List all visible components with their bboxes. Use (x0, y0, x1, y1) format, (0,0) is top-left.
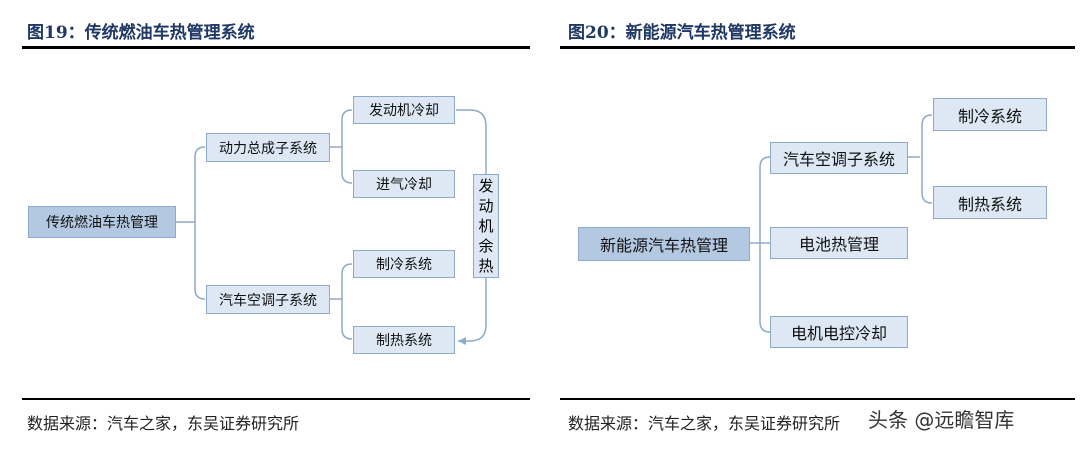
ac-subsystem-node-left: 汽车空调子系统 (206, 285, 330, 314)
battery-thermal-node: 电池热管理 (770, 227, 908, 259)
figure-20-title: 图20：新能源汽车热管理系统 (568, 23, 796, 43)
root-bracket-right (759, 156, 771, 333)
root-node-left: 传统燃油车热管理 (28, 206, 176, 238)
source-rule-right (560, 398, 1075, 400)
engine-to-waste-heat-line (456, 109, 487, 174)
sub1-bracket-right (921, 114, 933, 204)
sub1-bracket-left (341, 109, 353, 184)
root-bracket-left (194, 146, 206, 300)
title-rule-left (22, 46, 530, 49)
cooling-system-node-right: 制冷系统 (933, 98, 1047, 131)
sub2-bracket-left (341, 263, 353, 340)
watermark: 头条 @远瞻智库 (868, 408, 1015, 432)
source-note-left: 数据来源：汽车之家，东吴证券研究所 (27, 414, 300, 433)
powertrain-subsystem-node: 动力总成子系统 (206, 133, 330, 162)
cooling-system-node-left: 制冷系统 (353, 250, 455, 278)
intake-cooling-node: 进气冷却 (353, 170, 455, 198)
engine-waste-heat-node: 发 动 机 余 热 (473, 174, 499, 278)
ac-subsystem-node-right: 汽车空调子系统 (770, 142, 908, 174)
title-rule-right (560, 46, 1075, 49)
waste-heat-char: 发 (478, 177, 494, 195)
heating-system-node-left: 制热系统 (353, 326, 455, 354)
waste-heat-char: 热 (478, 257, 494, 275)
motor-control-cooling-node: 电机电控冷却 (770, 316, 908, 348)
waste-heat-char: 动 (478, 197, 494, 215)
engine-cooling-node: 发动机冷却 (353, 96, 455, 124)
waste-heat-char: 机 (478, 217, 494, 235)
figure-19-title: 图19：传统燃油车热管理系统 (27, 23, 255, 43)
root-node-right: 新能源汽车热管理 (578, 227, 750, 261)
waste-heat-to-heating-line (458, 278, 487, 342)
waste-heat-char: 余 (478, 237, 494, 255)
arrow-head-icon (458, 337, 466, 345)
source-rule-left (22, 398, 530, 400)
heating-system-node-right: 制热系统 (933, 186, 1047, 219)
source-note-right: 数据来源：汽车之家，东吴证券研究所 (568, 414, 841, 433)
